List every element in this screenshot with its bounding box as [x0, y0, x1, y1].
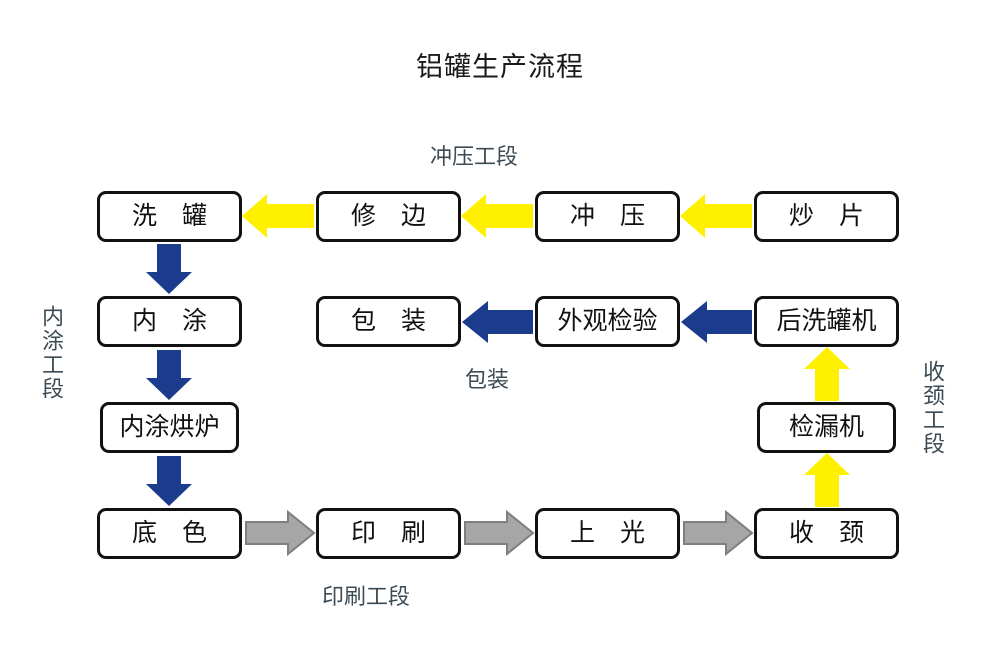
- node-neituhonglu[interactable]: 内涂烘炉: [100, 402, 239, 453]
- stage-label-neitu-gongduan: 内涂工段: [39, 305, 64, 401]
- node-xiguan[interactable]: 洗 罐: [97, 191, 242, 242]
- arrow-chongya-to-xiubian: [461, 194, 533, 238]
- arrow-waiguan-to-baozhuang: [462, 301, 533, 343]
- page-title: 铝罐生产流程: [416, 52, 584, 82]
- node-xiubian[interactable]: 修 边: [316, 191, 461, 242]
- arrow-chaopian-to-chongya: [680, 194, 752, 238]
- stage-label-chongya-gongduan: 冲压工段: [430, 144, 519, 169]
- arrow-yinshua-to-shangguang: [464, 509, 535, 557]
- node-chongya[interactable]: 冲 压: [535, 191, 680, 242]
- arrow-jianlouji-to-houxiguanji: [804, 347, 850, 401]
- arrow-shoujing-to-jianlouji: [804, 453, 850, 507]
- stage-label-shoujing-gongduan: 收颈工段: [920, 360, 945, 456]
- arrow-xiguan-to-neitu: [146, 244, 192, 294]
- node-baozhuang[interactable]: 包 装: [316, 296, 461, 347]
- node-neitu[interactable]: 内 涂: [97, 296, 242, 347]
- arrow-neitu-to-neituhonglu: [146, 350, 192, 400]
- node-yinshua[interactable]: 印 刷: [316, 508, 461, 559]
- arrow-neituhonglu-to-dise: [146, 456, 192, 506]
- node-dise[interactable]: 底 色: [97, 508, 242, 559]
- stage-label-baozhuang: 包装: [465, 367, 510, 392]
- stage-label-yinshua-gongduan: 印刷工段: [322, 584, 411, 609]
- arrow-shangguang-to-shoujing: [683, 509, 754, 557]
- node-houxiguanji[interactable]: 后洗罐机: [754, 296, 899, 347]
- node-shoujing[interactable]: 收 颈: [754, 508, 899, 559]
- node-jianlouji[interactable]: 检漏机: [757, 402, 896, 453]
- node-chaopian[interactable]: 炒 片: [754, 191, 899, 242]
- arrow-houxiguanji-to-waiguan: [681, 301, 752, 343]
- node-waiguan-jianyan[interactable]: 外观检验: [535, 296, 680, 347]
- arrow-xiubian-to-xiguan: [242, 194, 314, 238]
- arrow-dise-to-yinshua: [245, 509, 316, 557]
- node-shangguang[interactable]: 上 光: [535, 508, 680, 559]
